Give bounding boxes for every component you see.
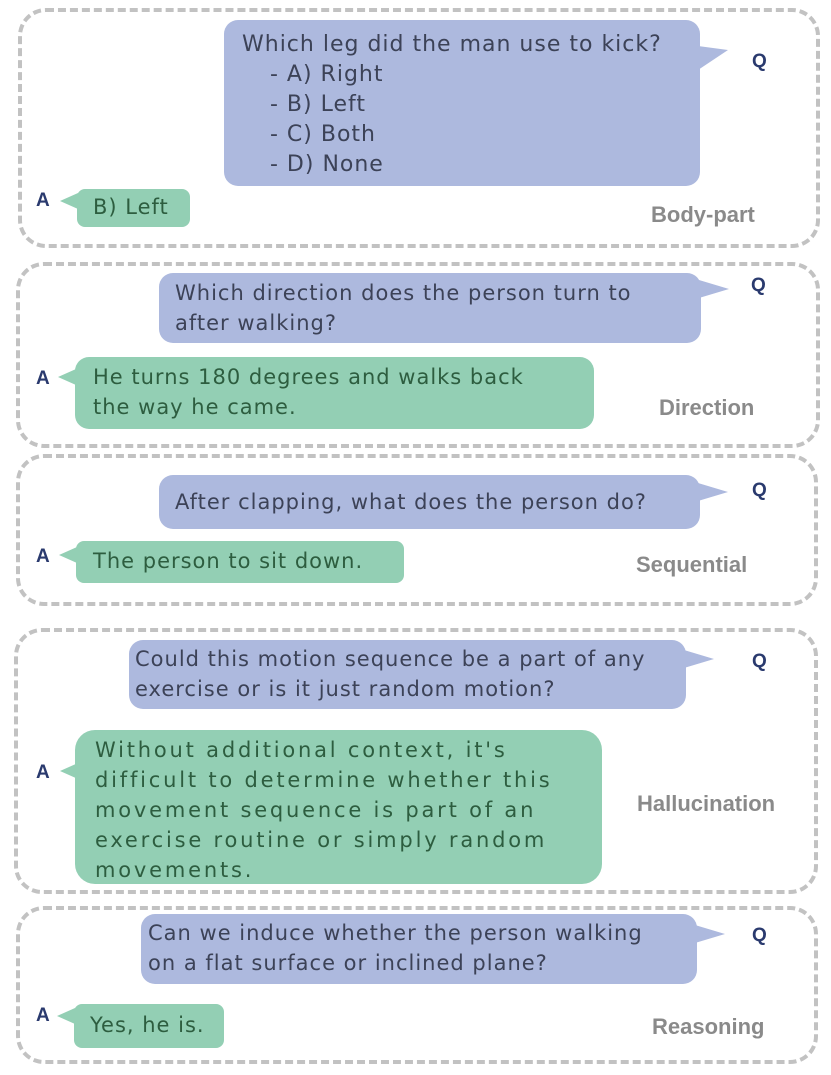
answer-bubble-tail <box>59 547 77 563</box>
answer-text: movement sequence is part of an <box>95 798 537 822</box>
question-marker: Q <box>751 275 766 296</box>
answer-text: movements. <box>95 858 255 882</box>
answer-text: B) Left <box>93 195 169 219</box>
question-bubble-tail <box>695 925 725 943</box>
category-label: Body-part <box>651 202 755 227</box>
answer-text: difficult to determine whether this <box>95 768 553 792</box>
question-bubble: Which leg did the man use to kick? - A) … <box>224 20 700 186</box>
answer-bubble-tail <box>60 763 78 779</box>
question-bubble-tail <box>698 46 728 70</box>
qa-panel-sequential <box>16 454 818 606</box>
category-label: Reasoning <box>652 1014 765 1039</box>
question-text: after walking? <box>175 311 338 335</box>
answer-text: Without additional context, it's <box>95 738 508 762</box>
question-bubble-tail <box>699 280 729 298</box>
qa-panel-reasoning <box>16 906 818 1064</box>
qa-panel-direction <box>16 262 820 448</box>
answer-bubble: The person to sit down. <box>76 541 404 583</box>
answer-text: The person to sit down. <box>93 549 364 573</box>
question-bubble: Can we induce whether the person walking… <box>141 914 697 984</box>
question-option: - C) Both <box>270 122 376 147</box>
answer-marker: A <box>36 1005 50 1026</box>
question-bubble: Which direction does the person turn to … <box>159 273 701 343</box>
answer-bubble-tail <box>57 1008 75 1024</box>
question-bubble-tail <box>684 650 714 668</box>
answer-text: exercise routine or simply random <box>95 828 548 852</box>
qa-panel-body-part <box>18 8 820 248</box>
answer-bubble: B) Left <box>77 189 190 227</box>
answer-marker: A <box>36 546 50 567</box>
question-bubble: Could this motion sequence be a part of … <box>129 640 686 709</box>
category-label: Sequential <box>636 552 748 577</box>
question-bubble: After clapping, what does the person do? <box>159 475 700 529</box>
question-marker: Q <box>752 51 767 72</box>
question-marker: Q <box>752 651 767 672</box>
answer-marker: A <box>36 762 50 783</box>
question-option: - B) Left <box>270 92 366 117</box>
question-bubble-tail <box>698 483 728 501</box>
answer-text: Yes, he is. <box>90 1013 205 1037</box>
question-option: - A) Right <box>270 62 384 87</box>
answer-bubble-tail <box>60 193 78 209</box>
question-option: - D) None <box>270 152 384 177</box>
question-text: on a flat surface or inclined plane? <box>148 951 548 975</box>
answer-text: He turns 180 degrees and walks back <box>93 365 524 389</box>
question-text: Can we induce whether the person walking <box>148 921 643 945</box>
answer-bubble: Yes, he is. <box>74 1004 224 1048</box>
question-text: After clapping, what does the person do? <box>175 490 647 514</box>
question-text: exercise or is it just random motion? <box>135 677 556 701</box>
answer-marker: A <box>36 190 50 211</box>
qa-panel-hallucination <box>14 628 818 894</box>
question-text: Could this motion sequence be a part of … <box>135 647 646 671</box>
answer-text: the way he came. <box>93 395 297 419</box>
question-text: Which leg did the man use to kick? <box>242 32 662 57</box>
question-marker: Q <box>752 480 767 501</box>
category-label: Direction <box>659 395 755 420</box>
answer-bubble: Without additional context, it's difficu… <box>75 730 602 884</box>
question-text: Which direction does the person turn to <box>175 281 632 305</box>
question-marker: Q <box>752 925 767 946</box>
answer-bubble: He turns 180 degrees and walks back the … <box>75 357 594 429</box>
answer-bubble-tail <box>58 369 76 385</box>
answer-marker: A <box>36 368 50 389</box>
category-label: Hallucination <box>637 791 776 816</box>
